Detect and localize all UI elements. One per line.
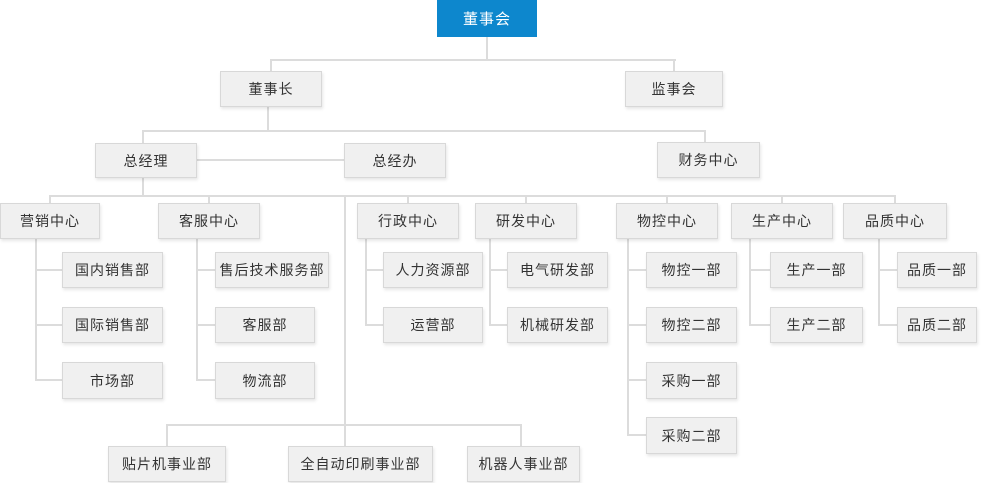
connector-line <box>749 238 751 326</box>
node-chairman: 董事长 <box>220 71 322 107</box>
node-material-control-dept-2: 物控二部 <box>646 307 737 343</box>
node-production-dept-1: 生产一部 <box>770 252 863 288</box>
node-gm-office: 总经办 <box>344 143 446 178</box>
connector-line <box>196 379 215 381</box>
node-general-manager: 总经理 <box>95 143 197 178</box>
node-smt-machine-division: 贴片机事业部 <box>108 446 226 482</box>
connector-line <box>486 37 488 60</box>
node-procurement-dept-1: 采购一部 <box>646 362 737 399</box>
connector-line <box>49 196 51 203</box>
connector-line <box>196 324 215 326</box>
node-market-dept: 市场部 <box>62 362 163 399</box>
connector-line <box>878 238 880 326</box>
connector-line <box>365 324 383 326</box>
node-domestic-sales-dept: 国内销售部 <box>62 252 163 288</box>
connector-line <box>489 269 507 271</box>
connector-line <box>878 269 897 271</box>
connector-line <box>344 195 346 446</box>
node-quality-dept-1: 品质一部 <box>897 252 977 288</box>
connector-line <box>35 379 62 381</box>
node-logistics-dept: 物流部 <box>215 362 315 399</box>
connector-line <box>35 238 37 381</box>
node-operations-dept: 运营部 <box>383 307 483 343</box>
connector-line <box>749 269 770 271</box>
node-finance-center: 财务中心 <box>657 142 760 178</box>
connector-line <box>270 59 676 61</box>
connector-line <box>365 269 383 271</box>
node-production-center: 生产中心 <box>731 203 833 239</box>
connector-line <box>894 196 896 203</box>
connector-line <box>627 434 646 436</box>
connector-line <box>749 324 770 326</box>
connector-line <box>142 178 144 196</box>
connector-line <box>267 107 269 131</box>
node-board: 董事会 <box>437 0 537 37</box>
connector-line <box>673 59 675 71</box>
node-supervisory-board: 监事会 <box>625 71 723 107</box>
connector-line <box>489 238 491 326</box>
connector-line <box>525 196 527 203</box>
node-hr-dept: 人力资源部 <box>383 252 483 288</box>
connector-line <box>627 379 646 381</box>
connector-line <box>627 324 646 326</box>
connector-line <box>781 196 783 203</box>
connector-line <box>407 196 409 203</box>
connector-line <box>196 269 215 271</box>
connector-line <box>489 324 507 326</box>
node-material-control-center: 物控中心 <box>616 203 718 239</box>
node-electrical-rd-dept: 电气研发部 <box>507 252 608 288</box>
node-international-sales-dept: 国际销售部 <box>62 307 163 343</box>
connector-line <box>270 59 272 71</box>
node-mechanical-rd-dept: 机械研发部 <box>507 307 608 343</box>
connector-line <box>666 196 668 203</box>
node-production-dept-2: 生产二部 <box>770 307 863 343</box>
connector-line <box>520 425 522 446</box>
node-robot-division: 机器人事业部 <box>467 446 580 482</box>
node-customer-service-dept: 客服部 <box>215 307 315 343</box>
node-rd-center: 研发中心 <box>475 203 577 239</box>
connector-line <box>35 269 62 271</box>
node-marketing-center: 营销中心 <box>0 203 100 239</box>
node-customer-service-center: 客服中心 <box>158 203 260 239</box>
connector-line <box>142 130 706 132</box>
node-procurement-dept-2: 采购二部 <box>646 417 737 454</box>
connector-line <box>166 424 522 426</box>
node-quality-center: 品质中心 <box>843 203 947 239</box>
node-admin-center: 行政中心 <box>357 203 459 239</box>
connector-line <box>197 159 344 161</box>
node-after-sales-tech-service-dept: 售后技术服务部 <box>215 252 329 288</box>
connector-line <box>365 238 367 326</box>
connector-line <box>627 269 646 271</box>
connector-line <box>878 324 897 326</box>
connector-line <box>196 238 198 381</box>
node-material-control-dept-1: 物控一部 <box>646 252 737 288</box>
connector-line <box>208 196 210 203</box>
connector-line <box>166 425 168 446</box>
connector-line <box>627 238 629 436</box>
connector-line <box>49 195 896 197</box>
node-auto-printing-division: 全自动印刷事业部 <box>288 446 433 482</box>
connector-line <box>142 131 144 143</box>
connector-line <box>35 324 62 326</box>
node-quality-dept-2: 品质二部 <box>897 307 977 343</box>
connector-line <box>704 131 706 143</box>
